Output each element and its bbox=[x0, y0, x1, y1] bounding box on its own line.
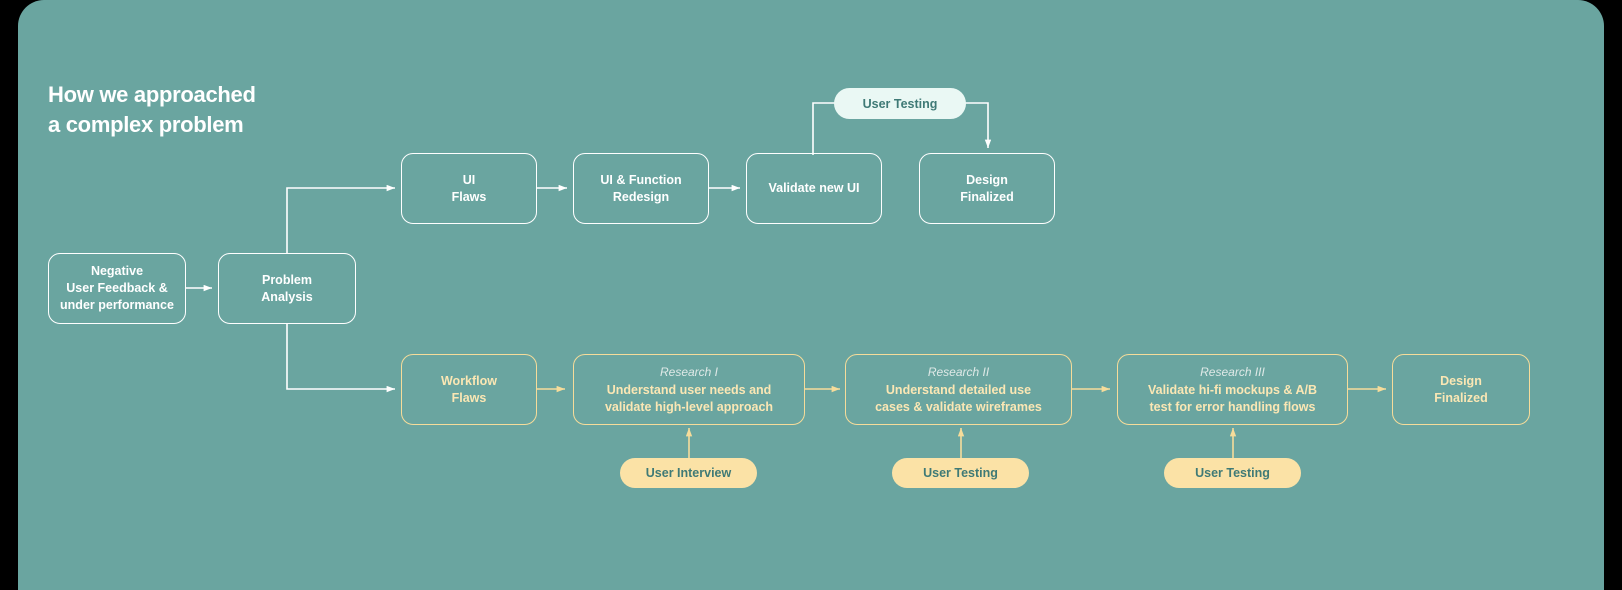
node-line: Validate hi-fi mockups & A/B bbox=[1147, 382, 1317, 397]
diagram-card-background bbox=[18, 0, 1604, 590]
node-line: UI & Function bbox=[600, 172, 682, 187]
node-ui-function-redesign[interactable]: UI & Function Redesign bbox=[573, 153, 709, 224]
node-research-1[interactable]: Research I Understand user needs and val… bbox=[573, 354, 805, 425]
page-title-line-2: a complex problem bbox=[48, 112, 244, 137]
node-line: Finalized bbox=[1434, 390, 1488, 405]
pill-label: User Testing bbox=[862, 96, 938, 111]
page-title-line-1: How we approached bbox=[48, 82, 256, 107]
node-line: UI bbox=[462, 172, 476, 187]
node-design-finalized-bottom[interactable]: Design Finalized bbox=[1392, 354, 1530, 425]
node-line: Flaws bbox=[451, 189, 487, 204]
node-sub-label: Research II bbox=[927, 364, 990, 379]
node-line: Finalized bbox=[960, 189, 1014, 204]
pill-label: User Testing bbox=[1195, 466, 1270, 480]
node-line: Design bbox=[1440, 373, 1482, 388]
node-sub-label: Research III bbox=[1200, 364, 1265, 379]
node-negative-user-feedback[interactable]: Negative User Feedback & under performan… bbox=[48, 253, 186, 324]
node-problem-analysis[interactable]: Problem Analysis bbox=[218, 253, 356, 324]
pill-user-testing-top[interactable]: User Testing bbox=[834, 88, 966, 119]
node-line: cases & validate wireframes bbox=[875, 399, 1042, 414]
node-line: Redesign bbox=[612, 189, 670, 204]
node-ui-flaws[interactable]: UI Flaws bbox=[401, 153, 537, 224]
node-line: Design bbox=[966, 172, 1008, 187]
node-line: Understand detailed use bbox=[885, 382, 1032, 397]
node-line: under performance bbox=[60, 298, 174, 312]
pill-label: User Testing bbox=[923, 466, 998, 480]
node-line: test for error handling flows bbox=[1149, 399, 1316, 414]
node-line: Validate new UI bbox=[768, 181, 860, 195]
pill-user-testing-research-2[interactable]: User Testing bbox=[892, 458, 1029, 488]
node-workflow-flaws[interactable]: Workflow Flaws bbox=[401, 354, 537, 425]
node-research-3[interactable]: Research III Validate hi-fi mockups & A/… bbox=[1117, 354, 1348, 425]
pill-user-interview[interactable]: User Interview bbox=[620, 458, 757, 488]
pill-user-testing-research-3[interactable]: User Testing bbox=[1164, 458, 1301, 488]
node-sub-label: Research I bbox=[659, 364, 719, 379]
node-line: Flaws bbox=[451, 390, 487, 405]
node-line: Problem bbox=[261, 272, 312, 287]
node-validate-new-ui[interactable]: Validate new UI bbox=[746, 153, 882, 224]
node-line: Negative bbox=[90, 264, 144, 278]
node-line: validate high-level approach bbox=[604, 399, 774, 414]
page-title: How we approached a complex problem bbox=[48, 80, 468, 140]
pill-label: User Interview bbox=[645, 466, 732, 480]
node-line: User Feedback & bbox=[66, 281, 168, 295]
node-research-2[interactable]: Research II Understand detailed use case… bbox=[845, 354, 1072, 425]
node-design-finalized-top[interactable]: Design Finalized bbox=[919, 153, 1055, 224]
node-line: Workflow bbox=[440, 373, 498, 388]
node-line: Understand user needs and bbox=[606, 382, 772, 397]
node-line: Analysis bbox=[261, 289, 313, 304]
